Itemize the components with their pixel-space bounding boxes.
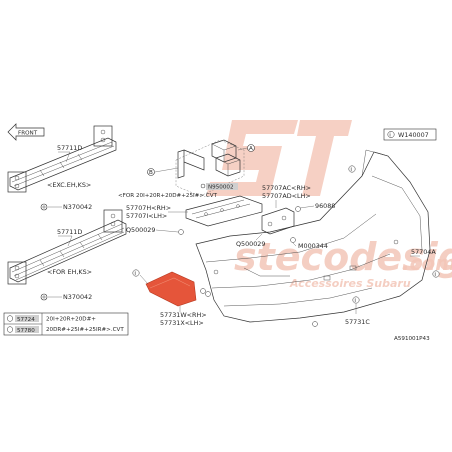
- side-bracket: 57707H<RH> 57707I<LH> Q500029: [126, 195, 263, 235]
- label-57711d-bottom: 57711D: [57, 228, 82, 236]
- footer-code: A591001P43: [394, 336, 430, 342]
- label-a-circle: A: [249, 146, 253, 152]
- reflector-part: [145, 271, 197, 307]
- center-bracket: 57707AC<RH> 57707AD<LH> 96088 Q500029 M0…: [236, 184, 335, 250]
- svg-text:i: i: [389, 133, 391, 139]
- label-96088: 96088: [315, 202, 335, 210]
- label-57731c: 57731C: [345, 318, 370, 326]
- reinforcement-bottom: 57711D <FOR EH,KS> N370042: [7, 209, 127, 301]
- label-57707ac: 57707AC<RH>: [262, 184, 311, 192]
- label-57731w: 57731W<RH>: [160, 311, 207, 319]
- rear-bumper: 57704A i i i 57731C: [195, 149, 440, 327]
- label-for-note: <FOR 20I+20R+20D#+25I#>.CVT: [118, 193, 218, 199]
- front-arrow-label: FRONT: [18, 131, 38, 137]
- watermark-com: .com: [402, 251, 452, 275]
- code-box-text: W140007: [398, 131, 429, 139]
- label-57707ad: 57707AD<LH>: [262, 192, 311, 200]
- label-q500029-left: Q500029: [126, 226, 155, 234]
- legend: 57724 57780 20I+20R+20D#+ 20DR#+25I#+25I…: [3, 312, 129, 336]
- highlighted-reflector: i 57731W<RH> 57731X<LH>: [132, 269, 207, 327]
- label-57707h: 57707H<RH>: [126, 204, 171, 212]
- label-q500029-mid: Q500029: [236, 240, 265, 248]
- label-57704a: 57704A: [411, 248, 436, 256]
- legend-code-1: 57724: [17, 317, 35, 323]
- label-n950002: N950002: [208, 185, 234, 191]
- legend-code-2: 57780: [17, 328, 35, 334]
- label-57707i: 57707I<LH>: [126, 212, 167, 220]
- reinforcement-top: 57711D <EXC.EH,KS> N370042: [7, 125, 117, 211]
- watermark-tagline: Accessoires Subaru: [289, 277, 411, 290]
- label-n370042-top: N370042: [63, 203, 92, 211]
- bracket-assembly: B A N950002 <FOR 20I+20R+20D#+25I#>.CVT: [118, 139, 255, 199]
- code-box: i W140007: [383, 128, 437, 141]
- svg-text:i: i: [350, 167, 352, 173]
- svg-text:i: i: [434, 272, 436, 278]
- label-n370042-bottom: N370042: [63, 293, 92, 301]
- svg-text:i: i: [134, 271, 136, 277]
- label-57731x: 57731X<LH>: [160, 319, 204, 327]
- legend-note-1: 20I+20R+20D#+: [46, 317, 96, 323]
- front-arrow: FRONT: [7, 123, 45, 141]
- label-57711d-top-note: <EXC.EH,KS>: [47, 181, 91, 189]
- label-57711d-top: 57711D: [57, 144, 82, 152]
- label-b-circle: B: [149, 170, 153, 176]
- label-57711d-bottom-note: <FOR EH,KS>: [47, 268, 92, 276]
- label-m000344: M000344: [298, 242, 328, 250]
- svg-text:i: i: [354, 298, 356, 304]
- legend-note-2: 20DR#+25I#+25IR#>.CVT: [46, 327, 124, 333]
